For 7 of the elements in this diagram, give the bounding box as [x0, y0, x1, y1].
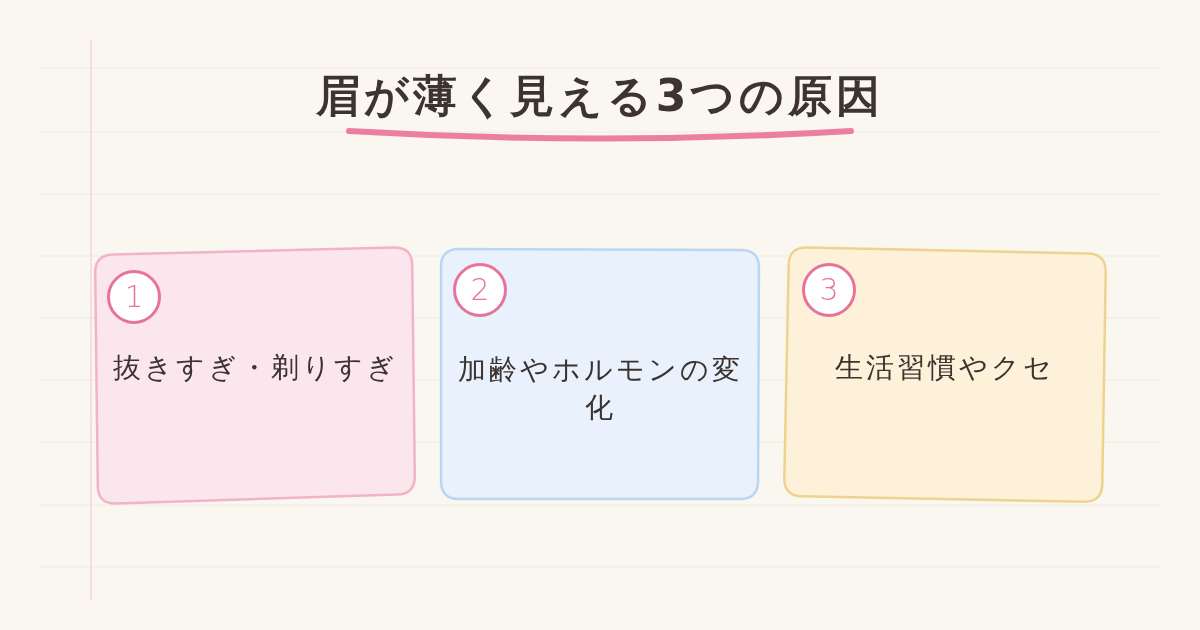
card-text: 抜きすぎ・剃りすぎ: [111, 350, 399, 386]
cause-card: [782, 245, 1108, 504]
cause-card: [439, 247, 761, 501]
cause-card: [93, 245, 417, 506]
card-text: 生活習慣やクセ: [834, 350, 1056, 386]
title: 眉が薄く見える3つの原因: [315, 73, 885, 119]
card-text: 加齢やホルモンの変化: [456, 352, 744, 426]
